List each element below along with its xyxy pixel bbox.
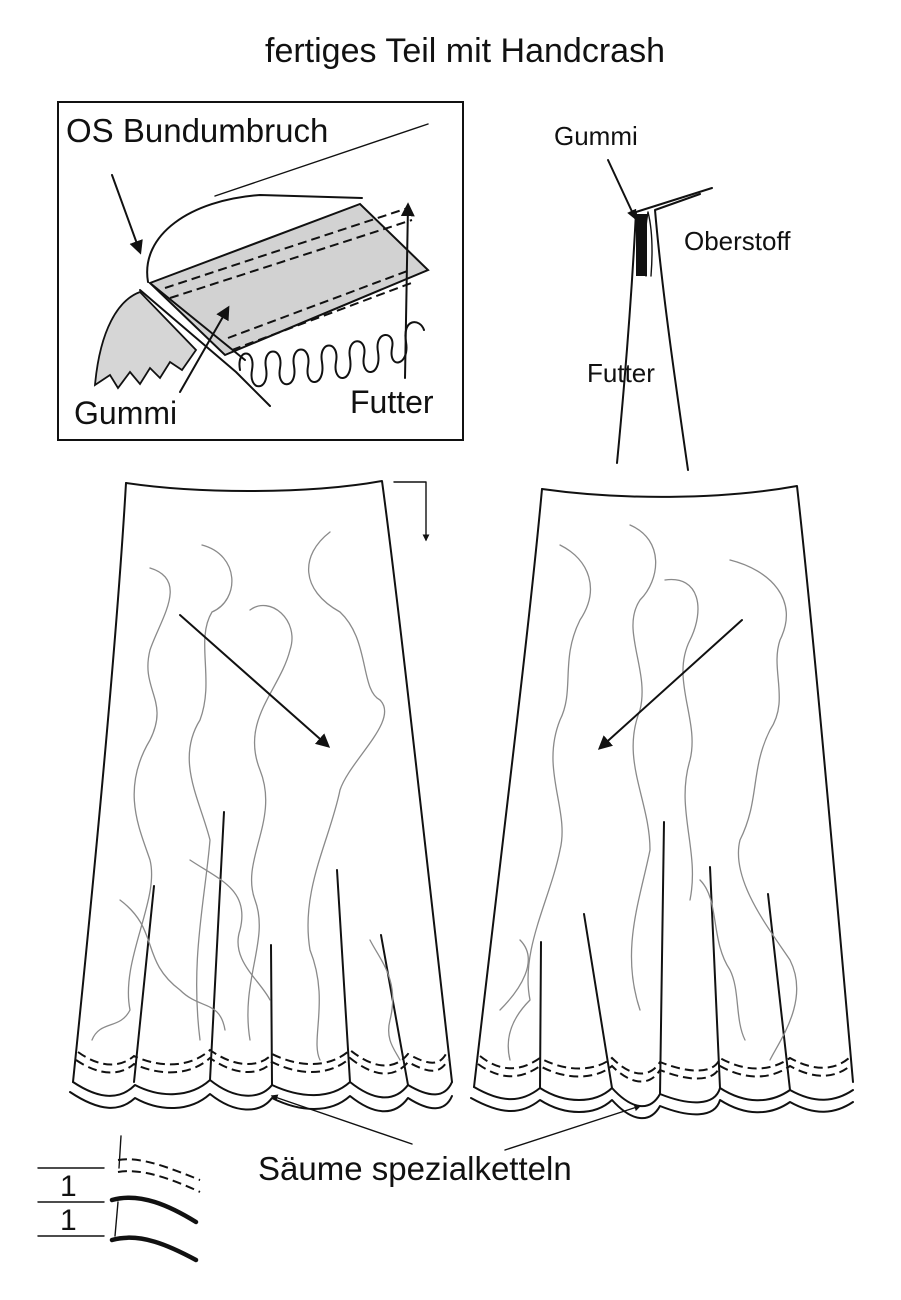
label-futter-detail: Futter: [350, 384, 434, 420]
arrow-icon: [597, 619, 743, 750]
label-futter-section: Futter: [587, 358, 655, 388]
label-gummi-section: Gummi: [554, 121, 638, 151]
elastic-band: [636, 214, 647, 276]
page-title: fertiges Teil mit Handcrash: [265, 32, 665, 70]
label-gummi-detail: Gummi: [74, 395, 177, 431]
hem-legend: 1 1: [37, 1135, 201, 1263]
waistband-detail-box: OS Bundumbruch Gummi Futter: [57, 101, 464, 441]
arrow-icon: [400, 202, 415, 379]
arrow-icon: [179, 305, 230, 393]
skirt-back: [470, 485, 854, 1120]
fold-down-arrow-icon: [393, 481, 430, 542]
hem-callout: Säume spezialketteln: [258, 1094, 642, 1187]
label-oberstoff: Oberstoff: [684, 226, 791, 256]
label-os-bundumbruch: OS Bundumbruch: [66, 112, 328, 149]
arrow-icon: [111, 174, 143, 255]
pinked-edge: [93, 290, 198, 390]
legend-measure-1: 1: [60, 1170, 77, 1203]
waistband-cross-section: Gummi Oberstoff Futter: [554, 121, 791, 471]
label-hem: Säume spezialketteln: [258, 1150, 572, 1187]
arrow-icon: [179, 614, 331, 748]
legend-measure-2: 1: [60, 1204, 77, 1237]
arrow-icon: [607, 159, 637, 220]
skirt-front: [69, 480, 453, 1113]
